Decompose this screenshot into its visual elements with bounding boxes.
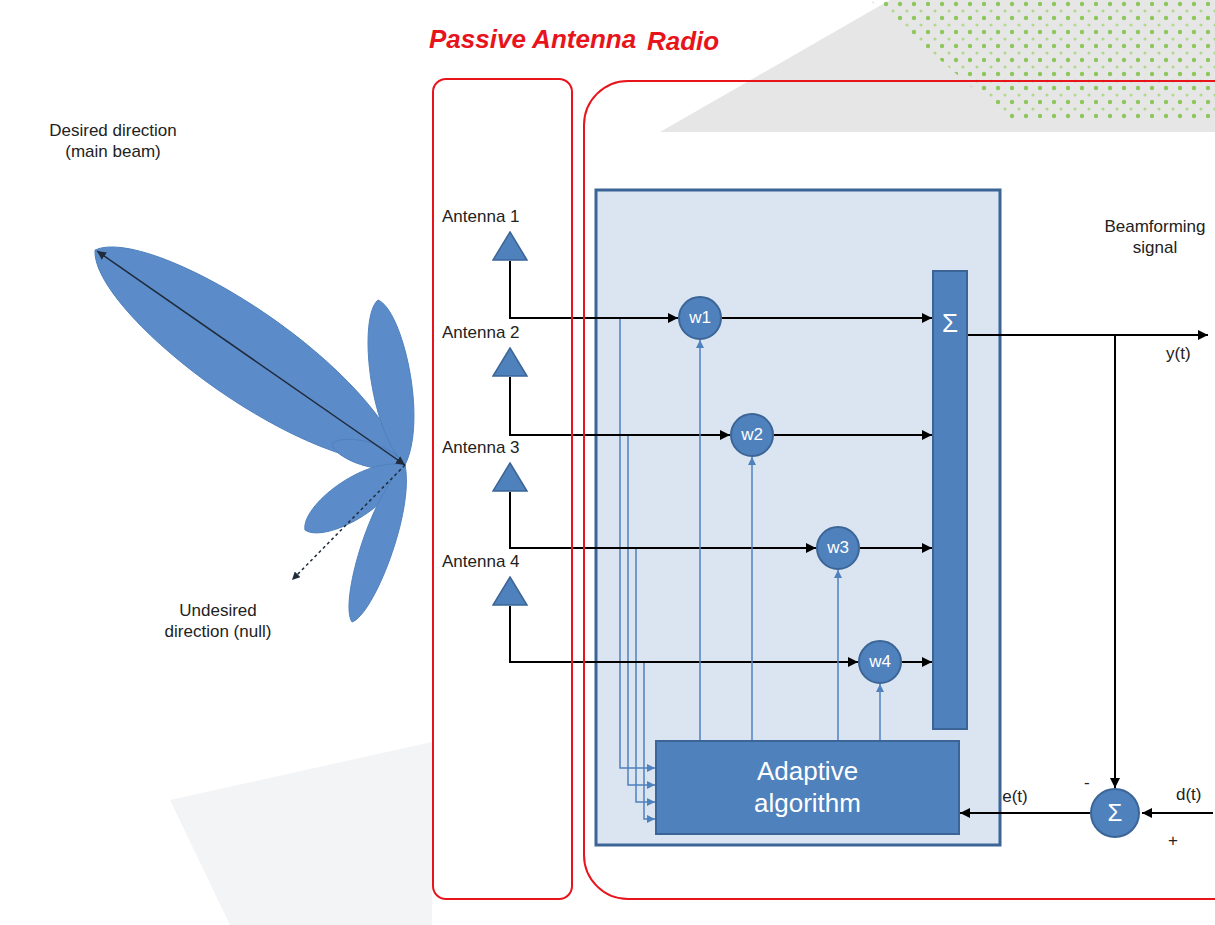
- signal-wire: [510, 606, 858, 662]
- control-line: [751, 457, 753, 740]
- direction-label: Undesired direction (null): [148, 600, 288, 643]
- error-summer: Σ: [1090, 788, 1140, 838]
- radio-region: Radiow1w2w3w4ΣAdaptive algorithmΣ: [583, 80, 1215, 900]
- signal-name: d(t): [1176, 784, 1202, 805]
- beam-lobe: [368, 300, 414, 465]
- signal-wire: [510, 492, 816, 548]
- control-line: [837, 570, 839, 740]
- sign-label: +: [1168, 830, 1178, 851]
- signal-name: e(t): [1002, 787, 1028, 807]
- antenna: Antenna 1: [442, 207, 532, 261]
- beam-pattern: [95, 247, 414, 622]
- weight-circle: w1: [678, 296, 722, 340]
- signal-name: y(t): [1166, 343, 1191, 364]
- antenna-label: Antenna 3: [442, 438, 532, 458]
- signal-wire: [774, 434, 932, 436]
- antenna-label: Antenna 2: [442, 323, 532, 343]
- antenna-triangle: [493, 348, 527, 376]
- antenna-triangle: [493, 232, 527, 260]
- beam-lobe: [95, 247, 405, 465]
- decor-band: [660, 0, 1215, 132]
- signal-wire: [722, 317, 932, 319]
- sum-symbol: Σ: [1108, 799, 1123, 827]
- signal-wire: [510, 261, 678, 318]
- antenna-symbol: [492, 576, 528, 606]
- decor-dots: [870, 0, 1215, 120]
- radio-panel: [596, 190, 1000, 845]
- signal-wire: [860, 547, 932, 549]
- summer-bar: Σ: [932, 270, 968, 730]
- weight-circle: w4: [858, 640, 902, 684]
- weight-label: w3: [827, 538, 849, 558]
- signal-wire: [968, 335, 1115, 788]
- weight-label: w2: [741, 425, 763, 445]
- signal-wire: [960, 812, 1090, 814]
- algorithm-box: Adaptive algorithm: [655, 740, 960, 835]
- reference-wire: [1142, 812, 1213, 814]
- main-beam-arrow: [97, 251, 405, 465]
- direction-label: Desired direction (main beam): [38, 120, 188, 163]
- block-label: Adaptive algorithm: [728, 756, 888, 818]
- antenna-symbol: [492, 231, 528, 261]
- sign-label: -: [1084, 772, 1090, 793]
- signal-wire: [902, 661, 932, 663]
- null-arrow: [292, 465, 405, 580]
- beam-lobe: [349, 465, 406, 622]
- weight-label: w4: [869, 652, 891, 672]
- passive-antenna-region: Passive AntennaAntenna 1Antenna 2Antenna…: [432, 78, 573, 900]
- antenna: Antenna 2: [442, 323, 532, 377]
- region-heading: Radio: [647, 26, 719, 57]
- antenna-symbol: [492, 462, 528, 492]
- antenna: Antenna 3: [442, 438, 532, 492]
- antenna-triangle: [493, 463, 527, 491]
- antenna-label: Antenna 1: [442, 207, 532, 227]
- decor-wedge: [170, 742, 432, 925]
- antenna: Antenna 4: [442, 552, 532, 606]
- antenna-symbol: [492, 347, 528, 377]
- control-line: [879, 684, 881, 740]
- control-line: [699, 340, 701, 740]
- weight-label: w1: [689, 308, 711, 328]
- weight-circle: w3: [816, 526, 860, 570]
- antenna-triangle: [493, 577, 527, 605]
- weight-circle: w2: [730, 413, 774, 457]
- region-heading: Passive Antenna: [429, 24, 636, 55]
- antenna-label: Antenna 4: [442, 552, 532, 572]
- signal-wire: [510, 377, 730, 435]
- output-wire: [1115, 334, 1208, 336]
- sum-symbol: Σ: [942, 310, 958, 728]
- signal-label: Beamforming signal: [1100, 216, 1210, 259]
